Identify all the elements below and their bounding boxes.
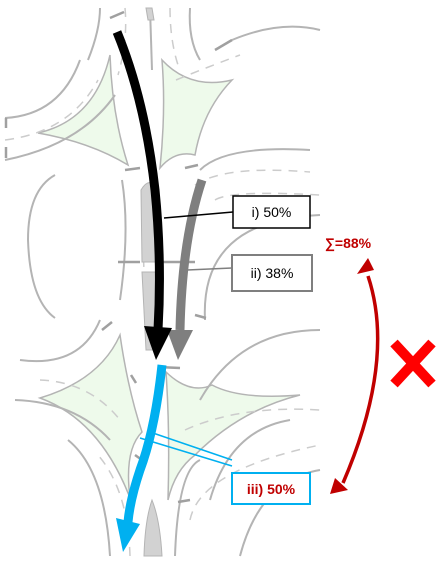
green-island-upper-right	[159, 57, 235, 171]
blue-arrow-head	[116, 518, 140, 552]
label-ii-box	[231, 254, 313, 292]
label-i-text: i) 50%	[252, 204, 292, 220]
gray-flow-arrow	[175, 178, 207, 331]
green-island-upper-left	[37, 54, 130, 167]
leader-lines	[139, 211, 234, 467]
curved-double-arrow-icon	[330, 258, 380, 494]
green-island-lower-right	[165, 370, 301, 501]
stop-lines	[4, 10, 233, 504]
gray-arrow-head	[167, 330, 193, 360]
sum-label: ∑=88%	[325, 235, 372, 252]
label-iii-box	[231, 472, 311, 505]
flow-arrows	[112, 30, 207, 552]
median-upper	[145, 7, 155, 21]
label-i-box	[232, 195, 311, 229]
black-flow-arrow	[112, 30, 164, 331]
black-arrow-head	[144, 326, 172, 360]
lane-markings	[4, 7, 321, 557]
label-i: i) 50%	[232, 195, 311, 229]
label-ii-text: ii) 38%	[251, 265, 294, 281]
label-iii: iii) 50%	[231, 472, 311, 505]
green-island-lower-left	[37, 332, 143, 499]
label-iii-text: iii) 50%	[247, 481, 296, 497]
blue-flow-arrow	[123, 364, 167, 523]
label-ii: ii) 38%	[231, 254, 313, 292]
median-bottom	[143, 498, 163, 557]
red-x-icon	[390, 339, 436, 388]
